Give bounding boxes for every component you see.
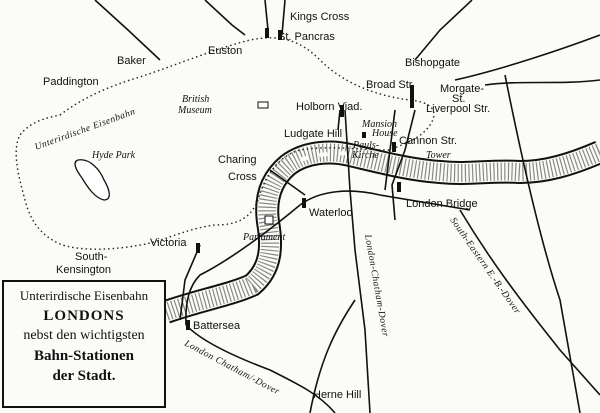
label-broad-str: Broad Str. xyxy=(366,79,415,91)
label-london-bridge: London Bridge xyxy=(406,198,478,210)
label-bishopgate: Bishopgate xyxy=(405,57,460,69)
railway-lines xyxy=(94,0,600,413)
label-parlament: Parlament xyxy=(242,232,285,243)
label-paddington: Paddington xyxy=(43,76,99,88)
map-title-box: Unterirdische Eisenbahn LONDONS nebst de… xyxy=(2,280,166,408)
label-ludgate-hill: Ludgate Hill xyxy=(284,128,342,140)
label-waterloo: Waterloo xyxy=(309,207,353,219)
label-hyde-park: Hyde Park xyxy=(91,150,136,161)
label-victoria: Victoria xyxy=(150,237,187,249)
label-baker: Baker xyxy=(117,55,146,67)
hyde-park-lake xyxy=(74,159,110,201)
station-markers xyxy=(186,28,414,330)
title-line-1: Unterirdische Eisenbahn xyxy=(19,288,149,303)
label-holborn-viad: Holborn Viad. xyxy=(296,101,362,113)
label-charing: Charing xyxy=(218,154,257,166)
label-british: British xyxy=(182,94,209,105)
label-kirche: Kirche xyxy=(351,150,379,161)
label-cross: Cross xyxy=(228,171,257,183)
label-liverpool-str: Liverpool Str. xyxy=(426,103,490,115)
title-line-2: LONDONS xyxy=(43,308,125,324)
label-cannon-str: Cannon Str. xyxy=(399,135,457,147)
british-museum-marker xyxy=(257,101,269,109)
parliament-marker xyxy=(264,215,274,225)
label-mansion: Mansion xyxy=(361,119,397,130)
label-kings-cross: Kings Cross xyxy=(290,11,350,23)
label-museum: Museum xyxy=(177,105,212,116)
label-morgate-st: St. xyxy=(452,93,465,105)
label-st-pancras: St. Pancras xyxy=(278,31,335,43)
river-thames xyxy=(162,140,600,324)
label-euston: Euston xyxy=(208,45,242,57)
label-battersea: Battersea xyxy=(193,320,241,332)
label-london-chatham: London-Chatham-Dover xyxy=(362,233,390,338)
label-house: House xyxy=(371,128,398,139)
label-morgate: Morgate- xyxy=(440,83,484,95)
title-line-4: Bahn-Stationen xyxy=(33,348,135,364)
label-pauls: Pauls- xyxy=(352,140,379,151)
label-unterirdische-eisenbahn: Unterirdische Eisenbahn xyxy=(34,107,137,153)
label-herne-hill: Herne Hill xyxy=(313,389,361,401)
label-kensington: Kensington xyxy=(56,264,111,276)
label-south: South- xyxy=(75,251,108,263)
label-tower: Tower xyxy=(426,150,451,161)
title-line-3: nebst den wichtigsten xyxy=(23,328,145,343)
label-south-eastern: South-Eastern E.-B.-Dover xyxy=(448,216,523,316)
title-line-5: der Stadt. xyxy=(52,368,116,384)
